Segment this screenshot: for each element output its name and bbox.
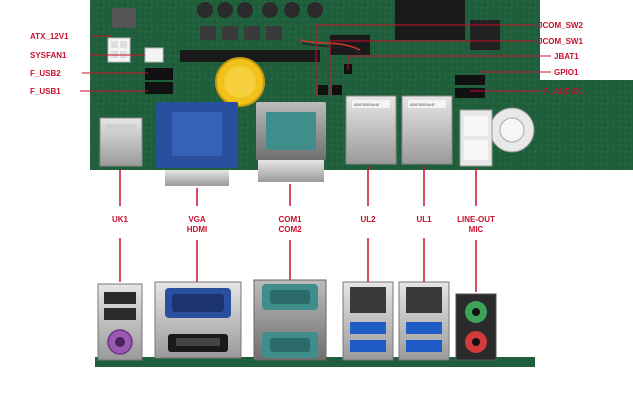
mosfet-row (200, 26, 282, 40)
usb3-port-icon-ul2-bottom (350, 340, 386, 352)
port-label-uk1: UK1 (112, 215, 129, 224)
rear-pcb-edge (95, 357, 535, 367)
rear-lan-usb-ul2 (342, 281, 394, 361)
label-jcom-sw2: JCOM_SW2 (538, 21, 583, 30)
usb3-port-icon-ul2-top (350, 322, 386, 334)
rear-vga-hdmi-stack (154, 281, 242, 359)
lan-sticker-text-ul2: 0D0E3B0E0A40 (354, 103, 379, 107)
rear-audio-stack (455, 293, 497, 361)
bios-chip (330, 35, 370, 55)
lan-sticker-text-ul1: 0D0E3B0E0A4F (410, 103, 435, 107)
board-com-port (256, 102, 326, 182)
board-lan-usb-ul1: 0D0E3B0E0A4F (401, 95, 453, 165)
capacitor-row (197, 2, 323, 18)
lan-port-icon-ul2 (350, 287, 386, 313)
power-chip (112, 8, 136, 28)
usb-slot-top (104, 292, 136, 304)
board-labels-right: JCOM_SW2 JCOM_SW1 JBAT1 GPIO1 F_AUDIO1 (315, 21, 584, 96)
leader-lines-left (80, 35, 148, 92)
label-sysfan1: SYSFAN1 (30, 51, 67, 60)
main-chip (395, 0, 465, 40)
cmos-battery-icon (215, 57, 265, 107)
board-ps2-usb-port (99, 117, 143, 167)
label-jcom-sw1: JCOM_SW1 (538, 37, 583, 46)
port-label-com2: COM2 (278, 225, 302, 234)
label-gpio1: GPIO1 (554, 68, 579, 77)
lan-port-icon-ul1 (406, 287, 442, 313)
rear-lan-usb-ul1 (398, 281, 450, 361)
port-label-vga: VGA (188, 215, 206, 224)
usb3-port-icon-ul1-top (406, 322, 442, 334)
port-labels: UK1 VGA HDMI COM1 COM2 UL2 UL1 LINE-OUT … (112, 215, 495, 234)
board-lan-usb-ul2: 0D0E3B0E0A40 (345, 95, 397, 165)
rear-com-stack (253, 279, 327, 361)
port-label-mic: MIC (469, 225, 484, 234)
sysfan-header (144, 47, 164, 63)
rear-io-panel (95, 279, 535, 367)
label-f-audio1: F_AUDIO1 (544, 87, 584, 96)
usb3-port-icon-ul1-bottom (406, 340, 442, 352)
port-label-ul1: UL1 (416, 215, 432, 224)
rear-ps2-usb-stack (97, 283, 143, 361)
port-leader-lines-bottom (119, 238, 477, 292)
motherboard-photo: 0D0E3B0E0A40 0D0E3B0E0A4F (90, 0, 633, 186)
pcb-right-edge (520, 80, 633, 170)
pin-header-fusb1 (145, 82, 173, 94)
port-label-line-out: LINE-OUT (457, 215, 495, 224)
pin-header-fusb2 (145, 68, 173, 80)
usb-slot-bottom (104, 308, 136, 320)
label-f-usb1: F_USB1 (30, 87, 61, 96)
board-audio-jack (459, 109, 493, 167)
port-leader-lines-top (119, 166, 477, 206)
board-labels-left: ATX_12V1 SYSFAN1 F_USB2 F_USB1 (30, 32, 148, 96)
label-f-usb2: F_USB2 (30, 69, 61, 78)
inductor-strip (180, 50, 320, 62)
label-jbat1: JBAT1 (554, 52, 579, 61)
port-label-ul2: UL2 (360, 215, 376, 224)
label-atx-12v1: ATX_12V1 (30, 32, 69, 41)
leader-lines-right (315, 24, 551, 96)
port-label-hdmi: HDMI (187, 225, 207, 234)
board-vga-port (156, 102, 238, 186)
port-label-com1: COM1 (278, 215, 302, 224)
